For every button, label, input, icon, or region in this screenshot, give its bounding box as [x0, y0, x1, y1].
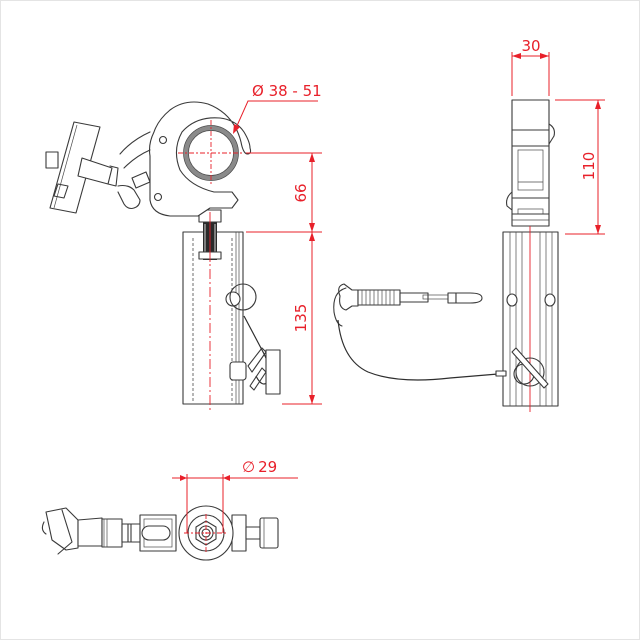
dim-side-height: 110: [555, 99, 605, 235]
dim-spigot-diameter: ∅29: [172, 458, 298, 533]
front-safety-pin: [225, 283, 281, 395]
clamp-body: [117, 101, 252, 217]
dim-tube-diameter-label: Ø 38 - 51: [252, 82, 322, 100]
top-body: [139, 505, 279, 561]
side-safety-pin: [333, 283, 507, 381]
dim-spigot-length: 135: [282, 232, 322, 405]
side-view: 30 110: [333, 37, 605, 412]
dim-side-width-label: 30: [521, 37, 540, 55]
dim-spigot-length-label: 135: [292, 304, 310, 333]
dim-tube-diameter: Ø 38 - 51: [233, 82, 322, 134]
top-view: ∅29: [41, 458, 298, 561]
dim-spigot-diameter-label: ∅29: [242, 458, 277, 476]
side-clamp: [506, 99, 555, 227]
dim-side-height-label: 110: [580, 152, 598, 181]
dim-clamp-height-label: 66: [292, 183, 310, 202]
front-view: Ø 38 - 51 66 135: [45, 82, 322, 412]
clamp-handle: [45, 121, 119, 214]
top-handle: [41, 507, 159, 555]
side-spigot: [502, 226, 559, 412]
tube-section: [178, 120, 244, 186]
dim-clamp-height: 66: [246, 152, 322, 233]
spigot-bolt: [198, 209, 222, 262]
dim-side-width: 30: [511, 37, 550, 96]
